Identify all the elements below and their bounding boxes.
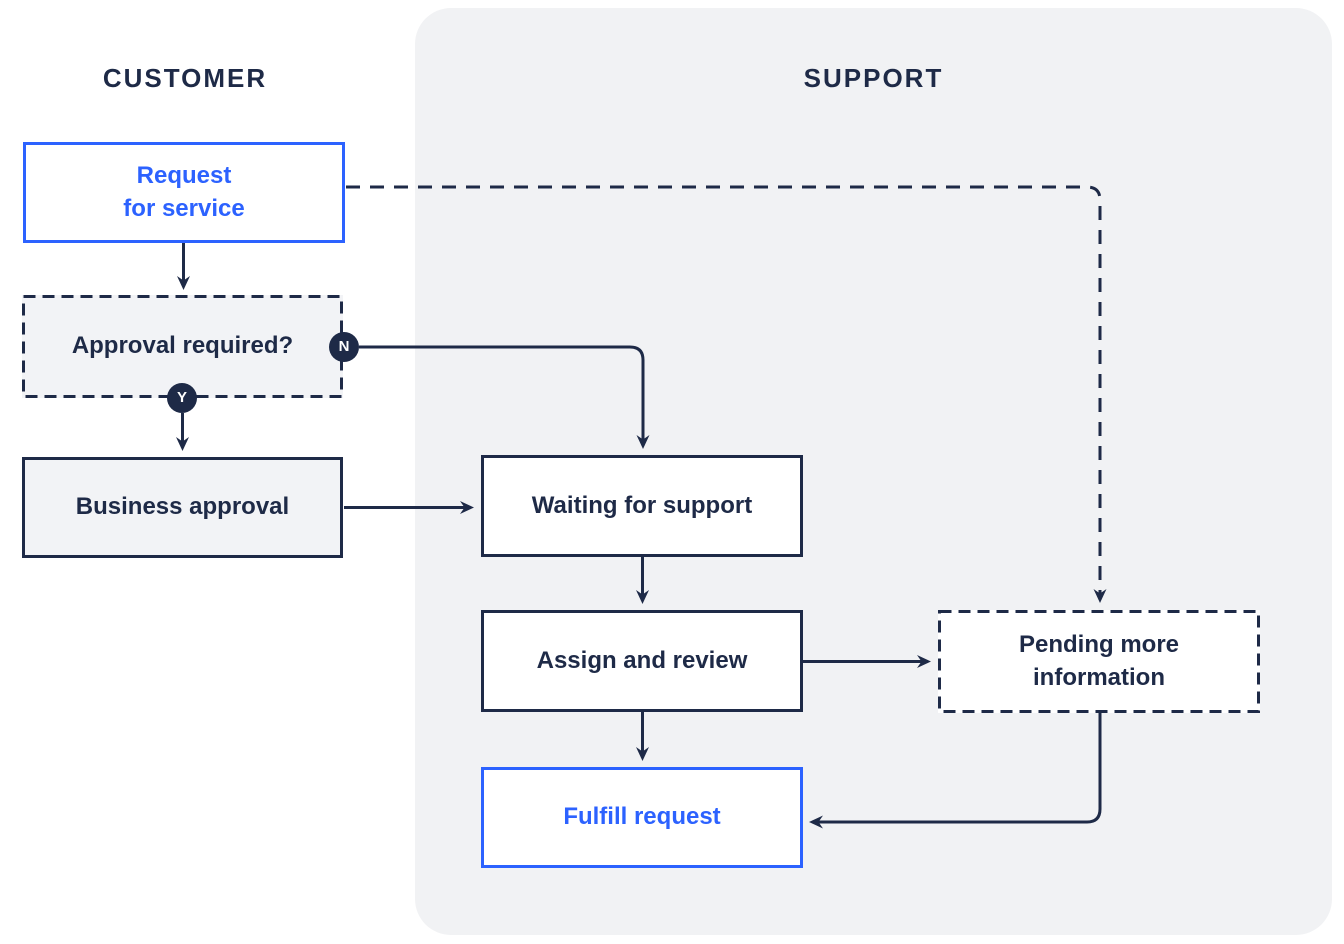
node-fulfill-request: Fulfill request xyxy=(481,767,803,868)
node-business-approval: Business approval xyxy=(22,457,343,558)
node-approval-label: Approval required? xyxy=(71,332,294,360)
branch-badge-yes: Y xyxy=(167,383,197,413)
node-assign-label: Assign and review xyxy=(536,646,748,674)
node-pending-label-line2: information xyxy=(1033,663,1165,691)
node-assign-and-review: Assign and review xyxy=(481,610,803,712)
lane-title-support: SUPPORT xyxy=(803,63,944,93)
edge-pending-to-fulfill xyxy=(809,713,1102,829)
node-request-for-service: Request for service xyxy=(23,142,345,243)
node-request-label-line2: for service xyxy=(123,194,245,222)
node-approval-required: Approval required? xyxy=(22,295,343,398)
edge-request-to-pending-dashed xyxy=(346,185,1107,603)
node-waiting-for-support: Waiting for support xyxy=(481,455,803,557)
node-pending-label-line1: Pending more xyxy=(1018,631,1180,659)
node-pending-more-information: Pending more information xyxy=(938,610,1260,713)
node-waiting-label: Waiting for support xyxy=(531,491,753,519)
edge-approval-no-to-waiting xyxy=(359,345,650,449)
lane-title-customer: CUSTOMER xyxy=(102,63,268,93)
node-fulfill-label: Fulfill request xyxy=(563,803,721,831)
node-request-label-line1: Request xyxy=(136,162,232,190)
branch-badge-no: N xyxy=(329,332,359,362)
node-business-label: Business approval xyxy=(75,493,290,521)
